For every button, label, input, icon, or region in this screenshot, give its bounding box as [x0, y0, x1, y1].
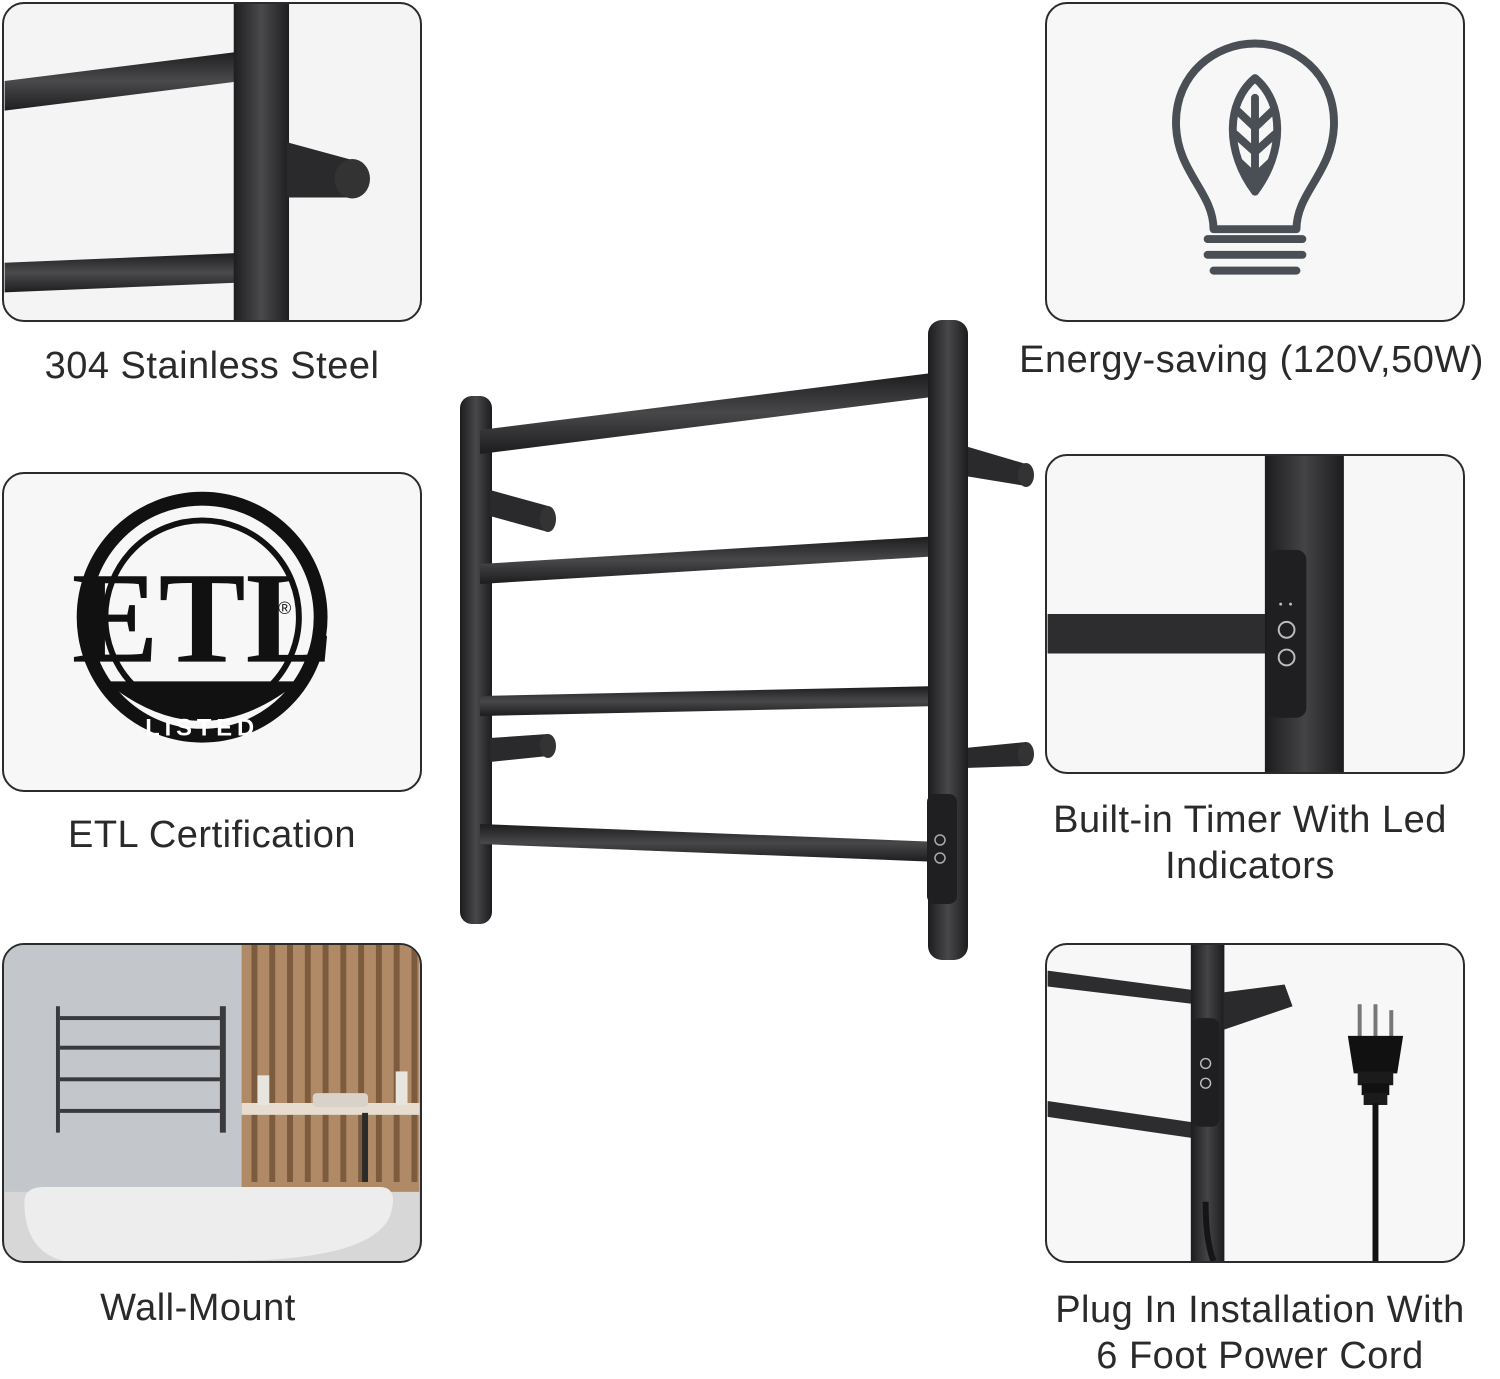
plug-caption-line2: 6 Foot Power Cord	[1096, 1335, 1424, 1377]
timer-closeup-image	[1047, 456, 1344, 772]
steel-closeup-image	[4, 4, 370, 320]
power-plug-icon	[1347, 1004, 1404, 1261]
energy-caption: Energy-saving (120V,50W)	[1019, 339, 1484, 381]
timer-caption-line2: Indicators	[1165, 845, 1335, 887]
etl-panel: ETL ® LISTED	[2, 472, 422, 792]
timer-caption-line1: Built-in Timer With Led	[1053, 799, 1447, 841]
towel-rack-product-image	[440, 300, 1060, 980]
timer-panel	[1045, 454, 1465, 774]
steel-detail-panel	[2, 2, 422, 322]
wall-mount-panel	[2, 943, 422, 1263]
energy-panel	[1045, 2, 1465, 322]
timer-caption: Built-in Timer With Led Indicators	[1045, 797, 1455, 889]
bathroom-scene-image	[4, 945, 420, 1261]
plug-closeup-image	[1047, 945, 1404, 1261]
etl-logo: ETL ® LISTED	[72, 491, 333, 743]
etl-listed-text: LISTED	[145, 716, 259, 742]
plug-panel	[1045, 943, 1465, 1263]
steel-caption: 304 Stainless Steel	[44, 345, 380, 387]
plug-caption: Plug In Installation With 6 Foot Power C…	[1045, 1287, 1475, 1379]
leaf-bulb-icon	[1172, 39, 1338, 275]
etl-logo-text: ETL	[72, 547, 333, 691]
etl-caption: ETL Certification	[68, 814, 356, 856]
wall-mount-caption: Wall-Mount	[100, 1287, 296, 1329]
plug-caption-line1: Plug In Installation With	[1055, 1289, 1465, 1331]
registered-mark: ®	[278, 598, 291, 618]
